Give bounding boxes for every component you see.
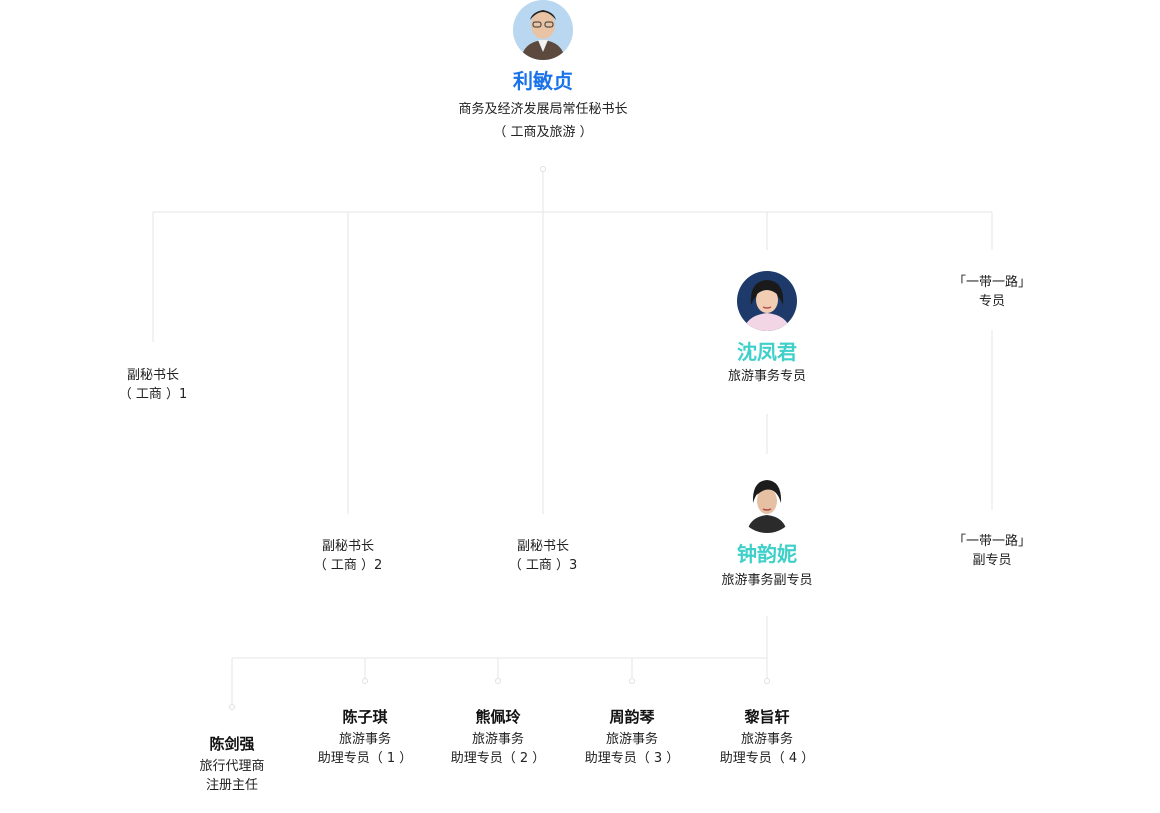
staff-title: 旅游事务 助理专员（ 2 ） — [450, 732, 546, 766]
tourism-commissioner-name: 沈凤君 — [737, 340, 797, 364]
bnr-deputy-label: 「一带一路」 副专员 — [952, 534, 1031, 568]
tourism-commissioner-title: 旅游事务专员 — [727, 369, 806, 384]
staff-name: 周韵琴 — [609, 708, 655, 726]
connector-dot — [362, 678, 368, 684]
staff-title: 旅游事务 助理专员（ 3 ） — [584, 732, 680, 766]
dss2-node: 副秘书长 （ 工商 ）2 — [228, 537, 468, 575]
deputy-tourism-commissioner-name: 钟韵妮 — [737, 542, 797, 566]
deputy-tourism-commissioner-avatar — [737, 473, 797, 533]
staff-title: 旅游事务 助理专员（ 4 ） — [719, 732, 815, 766]
head-title-line2: （ 工商及旅游 ） — [493, 125, 593, 140]
dss1-label: 副秘书长 （ 工商 ）1 — [118, 368, 188, 402]
staff-node: 黎旨轩 旅游事务 助理专员（ 4 ） — [647, 706, 887, 768]
dss3-node: 副秘书长 （ 工商 ）3 — [423, 537, 663, 575]
staff-node: 熊佩玲 旅游事务 助理专员（ 2 ） — [378, 706, 618, 768]
staff-name: 熊佩玲 — [475, 708, 521, 726]
connector-dot — [540, 166, 546, 172]
tourism-commissioner-avatar — [737, 271, 797, 331]
bnr-commissioner-node: 「一带一路」 专员 — [872, 273, 1112, 311]
staff-name: 陈子琪 — [342, 708, 388, 726]
head-title-line1: 商务及经济发展局常任秘书长 — [458, 102, 628, 117]
staff-node: 周韵琴 旅游事务 助理专员（ 3 ） — [512, 706, 752, 768]
connector-dot — [764, 678, 770, 684]
staff-node: 陈子琪 旅游事务 助理专员（ 1 ） — [245, 706, 485, 768]
staff-name: 黎旨轩 — [744, 708, 790, 726]
staff-title: 旅游事务 助理专员（ 1 ） — [317, 732, 413, 766]
head-node: 利敏贞 商务及经济发展局常任秘书长 （ 工商及旅游 ） — [423, 0, 663, 142]
staff-node: 陈剑强 旅行代理商 注册主任 — [112, 733, 352, 795]
dss1-node: 副秘书长 （ 工商 ）1 — [33, 366, 273, 404]
deputy-tourism-commissioner-node: 钟韵妮 旅游事务副专员 — [647, 473, 887, 590]
head-name: 利敏贞 — [513, 69, 573, 93]
head-avatar — [513, 0, 573, 60]
staff-name: 陈剑强 — [209, 735, 255, 753]
staff-title: 旅行代理商 注册主任 — [199, 759, 265, 793]
bnr-commissioner-label: 「一带一路」 专员 — [952, 275, 1031, 309]
tourism-commissioner-node: 沈凤君 旅游事务专员 — [647, 271, 887, 386]
connector-dot — [229, 704, 235, 710]
dss3-label: 副秘书长 （ 工商 ）3 — [508, 539, 578, 573]
dss2-label: 副秘书长 （ 工商 ）2 — [313, 539, 383, 573]
connector-dot — [495, 678, 501, 684]
deputy-tourism-commissioner-title: 旅游事务副专员 — [721, 573, 813, 588]
connector-dot — [629, 678, 635, 684]
bnr-deputy-node: 「一带一路」 副专员 — [872, 532, 1112, 570]
